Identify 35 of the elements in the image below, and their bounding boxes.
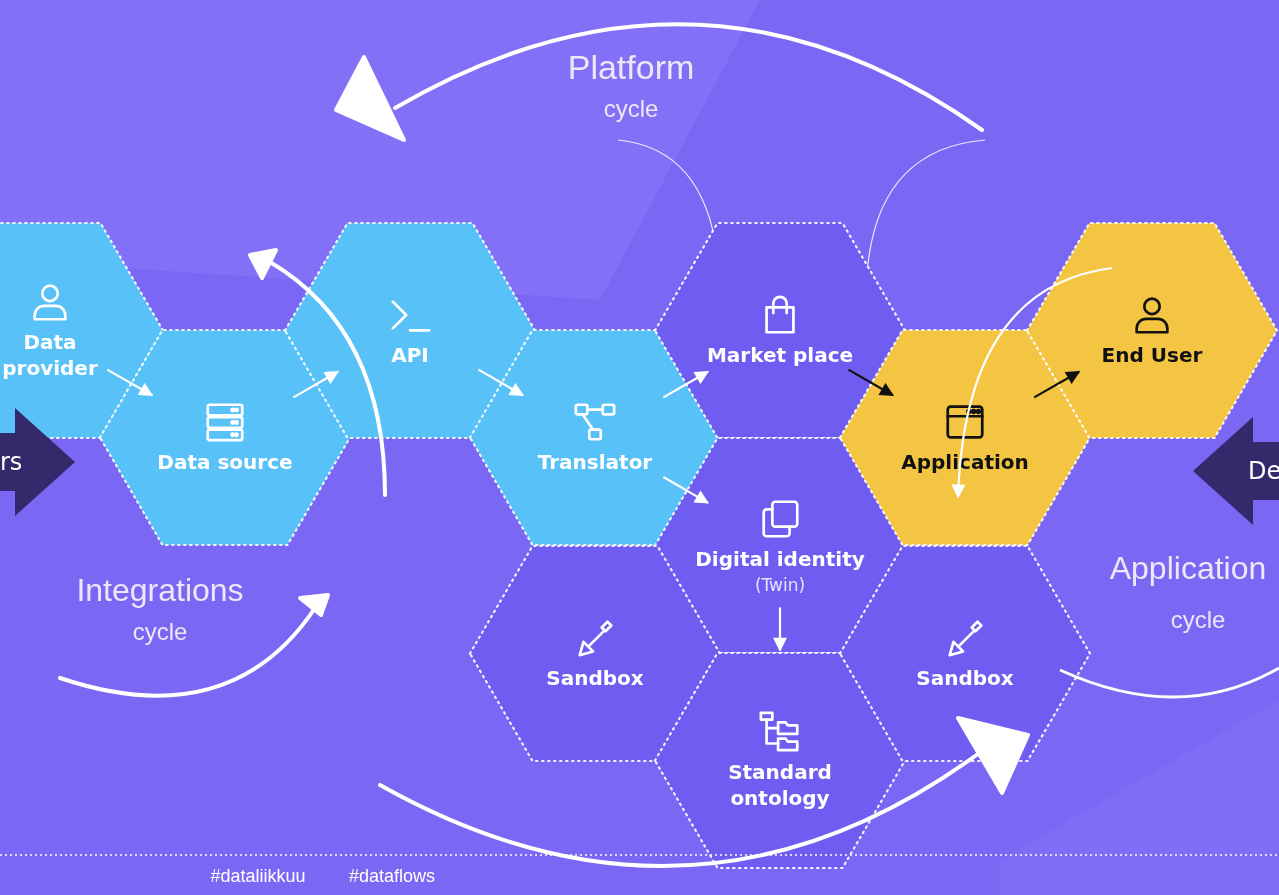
node-label: End User [1101, 342, 1203, 368]
cycle-subtitle: cycle [132, 618, 188, 646]
arrow [1033, 370, 1081, 399]
arrow [662, 370, 710, 399]
hexagon [655, 652, 905, 868]
hexagon [100, 329, 350, 545]
cycle-subtitle: cycle [1170, 606, 1226, 634]
arrow-label: rs [0, 448, 23, 476]
arrow [106, 368, 154, 397]
hashtag: #dataflows [348, 866, 436, 887]
node-label: Sandbox [546, 665, 644, 691]
cycle-title: Application [1109, 550, 1267, 587]
arrow-label: De [1248, 457, 1279, 485]
hexagon [285, 222, 535, 438]
cycle-title: Integrations [76, 572, 244, 609]
node-label: Data source [157, 449, 293, 475]
node-subtitle: (Twin) [754, 575, 806, 595]
node-label: Sandbox [916, 665, 1014, 691]
node-label: API [391, 342, 429, 368]
cycle-title: Platform [567, 48, 695, 87]
arrow [773, 607, 787, 652]
node-label: Standard ontology [727, 759, 833, 811]
arrow [847, 368, 895, 397]
arrow [477, 368, 525, 397]
node-label: Market place [706, 342, 854, 368]
arrow [951, 266, 1113, 499]
hashtag: #dataliikkuu [210, 866, 306, 887]
cycle-subtitle: cycle [603, 95, 659, 123]
arrow [292, 370, 340, 399]
node-label: Translator [537, 449, 653, 475]
hexagon [1027, 222, 1277, 438]
node-label: Data provider [1, 329, 99, 381]
arrow [662, 476, 710, 504]
node-label: Digital identity [695, 545, 865, 572]
hexagon [655, 222, 905, 438]
